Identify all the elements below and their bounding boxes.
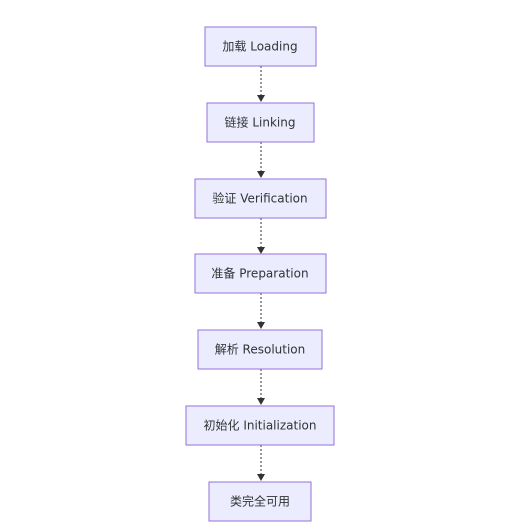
node-initialization: 初始化 Initialization [185,405,335,446]
node-label: 准备 Preparation [211,267,308,281]
arrow-head-icon [257,247,265,254]
node-label: 类完全可用 [230,494,290,509]
node-label: 初始化 Initialization [204,419,317,433]
node-label: 解析 Resolution [215,343,306,357]
edge-resolution-to-initialization [257,369,265,405]
edge-preparation-to-resolution [257,293,265,329]
node-label: 加载 Loading [222,40,297,54]
node-label: 链接 Linking [225,115,296,130]
node-usable: 类完全可用 [208,481,312,522]
arrow-head-icon [257,95,265,102]
edge-initialization-to-usable [257,445,265,481]
node-label: 验证 Verification [212,191,307,206]
edge-linking-to-verification [257,142,265,178]
arrow-head-icon [257,398,265,405]
arrow-head-icon [257,322,265,329]
node-preparation: 准备 Preparation [194,253,327,294]
edge-verification-to-preparation [257,218,265,254]
node-loading: 加载 Loading [204,26,317,67]
arrow-head-icon [257,171,265,178]
node-verification: 验证 Verification [194,178,327,219]
arrow-head-icon [257,474,265,481]
node-linking: 链接 Linking [206,102,315,143]
edge-loading-to-linking [257,66,265,102]
node-resolution: 解析 Resolution [197,329,323,370]
